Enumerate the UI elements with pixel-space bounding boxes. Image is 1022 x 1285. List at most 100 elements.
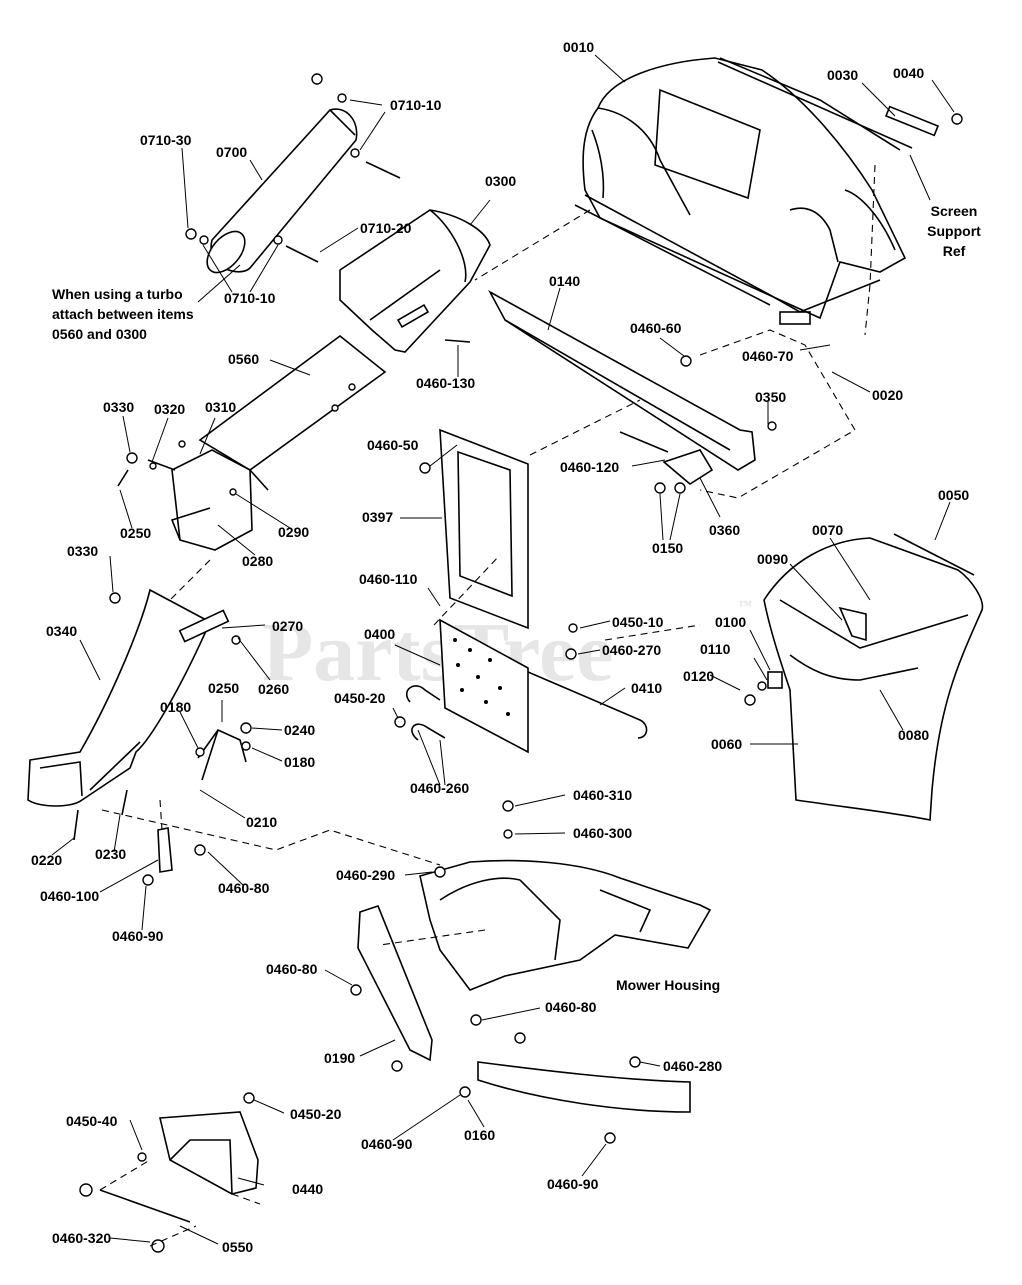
callout-label: 0010 <box>563 39 594 55</box>
callout-label: 0060 <box>711 736 742 752</box>
screen-support-rod <box>717 61 963 149</box>
mower-housing <box>419 800 712 991</box>
callout-label: 0300 <box>485 173 516 189</box>
hinge-strap <box>350 905 482 1072</box>
callout-label: 0460-70 <box>742 348 794 364</box>
callout-label: 0710-10 <box>224 290 276 306</box>
callout-label: 0560 <box>228 351 259 367</box>
note-line: 0560 and 0300 <box>52 326 147 342</box>
note-mower-housing: Mower Housing <box>616 977 720 993</box>
note-line: Ref <box>943 243 966 259</box>
callout-label: 0460-60 <box>630 320 682 336</box>
mounting-backplate <box>419 428 529 630</box>
callout-label: 0320 <box>154 401 185 417</box>
callout-label: 0140 <box>549 273 580 289</box>
note-screen-support: Screen Support Ref <box>927 203 981 259</box>
callout-label: 0460-300 <box>573 825 632 841</box>
callout-label: 0400 <box>364 626 395 642</box>
callout-label: 0440 <box>292 1181 323 1197</box>
note-line: Support <box>927 223 981 239</box>
grass-catcher-lid <box>574 57 907 325</box>
callout-label: 0460-100 <box>40 888 99 904</box>
callout-label: 0550 <box>222 1239 253 1255</box>
callout-label: 0030 <box>827 67 858 83</box>
callout-label: 0290 <box>278 524 309 540</box>
callout-label: 0700 <box>216 144 247 160</box>
callout-label: 0180 <box>160 699 191 715</box>
callout-label: 0450-20 <box>334 690 386 706</box>
callout-label: 0040 <box>893 65 924 81</box>
callout-label: 0350 <box>755 389 786 405</box>
latch-assembly <box>142 722 252 886</box>
callout-label: 0190 <box>324 1050 355 1066</box>
callout-label: 0330 <box>67 543 98 559</box>
callout-label: 0220 <box>31 852 62 868</box>
callout-label: 0460-110 <box>359 571 418 587</box>
callout-label: 0090 <box>757 551 788 567</box>
callout-label: 0050 <box>938 487 969 503</box>
callout-label: 0280 <box>242 553 273 569</box>
callout-label: 0230 <box>95 846 126 862</box>
callout-label: 0070 <box>812 522 843 538</box>
callout-label: 0020 <box>872 387 903 403</box>
watermark-text: PartsTree <box>262 606 613 699</box>
callout-label: 0460-90 <box>361 1136 413 1152</box>
callout-label: 0210 <box>246 814 277 830</box>
callout-label: 0710-20 <box>360 220 412 236</box>
callout-label: 0270 <box>272 618 303 634</box>
callout-label: 0240 <box>284 722 315 738</box>
callout-labels: 0010 0030 0040 0710-10 0710-30 0700 0710… <box>31 39 969 1255</box>
mounting-bracket <box>394 618 648 754</box>
note-turbo: When using a turbo attach between items … <box>52 286 194 342</box>
callout-label: 0120 <box>683 668 714 684</box>
callout-label: 0180 <box>284 754 315 770</box>
callout-label: 0250 <box>120 525 151 541</box>
rear-rail <box>459 1032 691 1144</box>
deflector-chute <box>27 588 241 841</box>
callout-label: 0460-260 <box>410 780 469 796</box>
callout-label: 0460-130 <box>416 375 475 391</box>
callout-label: 0150 <box>652 540 683 556</box>
hitch-bracket <box>79 1092 259 1253</box>
callout-label: 0340 <box>46 623 77 639</box>
leader-lines <box>51 54 955 1245</box>
callout-label: 0450-40 <box>66 1113 118 1129</box>
callout-label: 0100 <box>715 614 746 630</box>
callout-label: 0410 <box>631 680 662 696</box>
watermark-trademark: ™ <box>738 599 752 614</box>
chute-tube <box>198 334 387 491</box>
callout-label: 0260 <box>258 681 289 697</box>
callout-label: 0710-10 <box>390 97 442 113</box>
callout-label: 0460-80 <box>545 999 597 1015</box>
note-line: Screen <box>931 203 978 219</box>
chute-upper <box>339 209 491 353</box>
grass-bag <box>744 533 984 821</box>
support-bracket <box>488 289 777 494</box>
callout-label: 0310 <box>205 399 236 415</box>
callout-label: 0460-310 <box>573 787 632 803</box>
turbo-tube <box>185 73 401 274</box>
callout-label: 0460-120 <box>560 459 619 475</box>
callout-label: 0460-90 <box>112 928 164 944</box>
callout-label: 0460-270 <box>602 642 661 658</box>
callout-label: 0360 <box>709 522 740 538</box>
deflector-bracket <box>117 440 253 551</box>
callout-label: 0460-80 <box>266 961 318 977</box>
callout-label: 0460-280 <box>663 1058 722 1074</box>
note-line: attach between items <box>52 306 194 322</box>
callout-label: 0460-50 <box>367 437 419 453</box>
callout-label: 0460-80 <box>218 880 270 896</box>
callout-label: 0110 <box>700 641 731 657</box>
callout-label: 0330 <box>103 399 134 415</box>
callout-label: 0710-30 <box>140 132 192 148</box>
assembly-lines <box>99 164 876 1247</box>
callout-label: 0250 <box>208 680 239 696</box>
callout-label: 0460-90 <box>547 1176 599 1192</box>
callout-label: 0460-320 <box>52 1230 111 1246</box>
note-line: When using a turbo <box>52 286 183 302</box>
callout-label: 0450-20 <box>290 1106 342 1122</box>
callout-label: 0397 <box>362 509 393 525</box>
callout-label: 0450-10 <box>612 614 664 630</box>
